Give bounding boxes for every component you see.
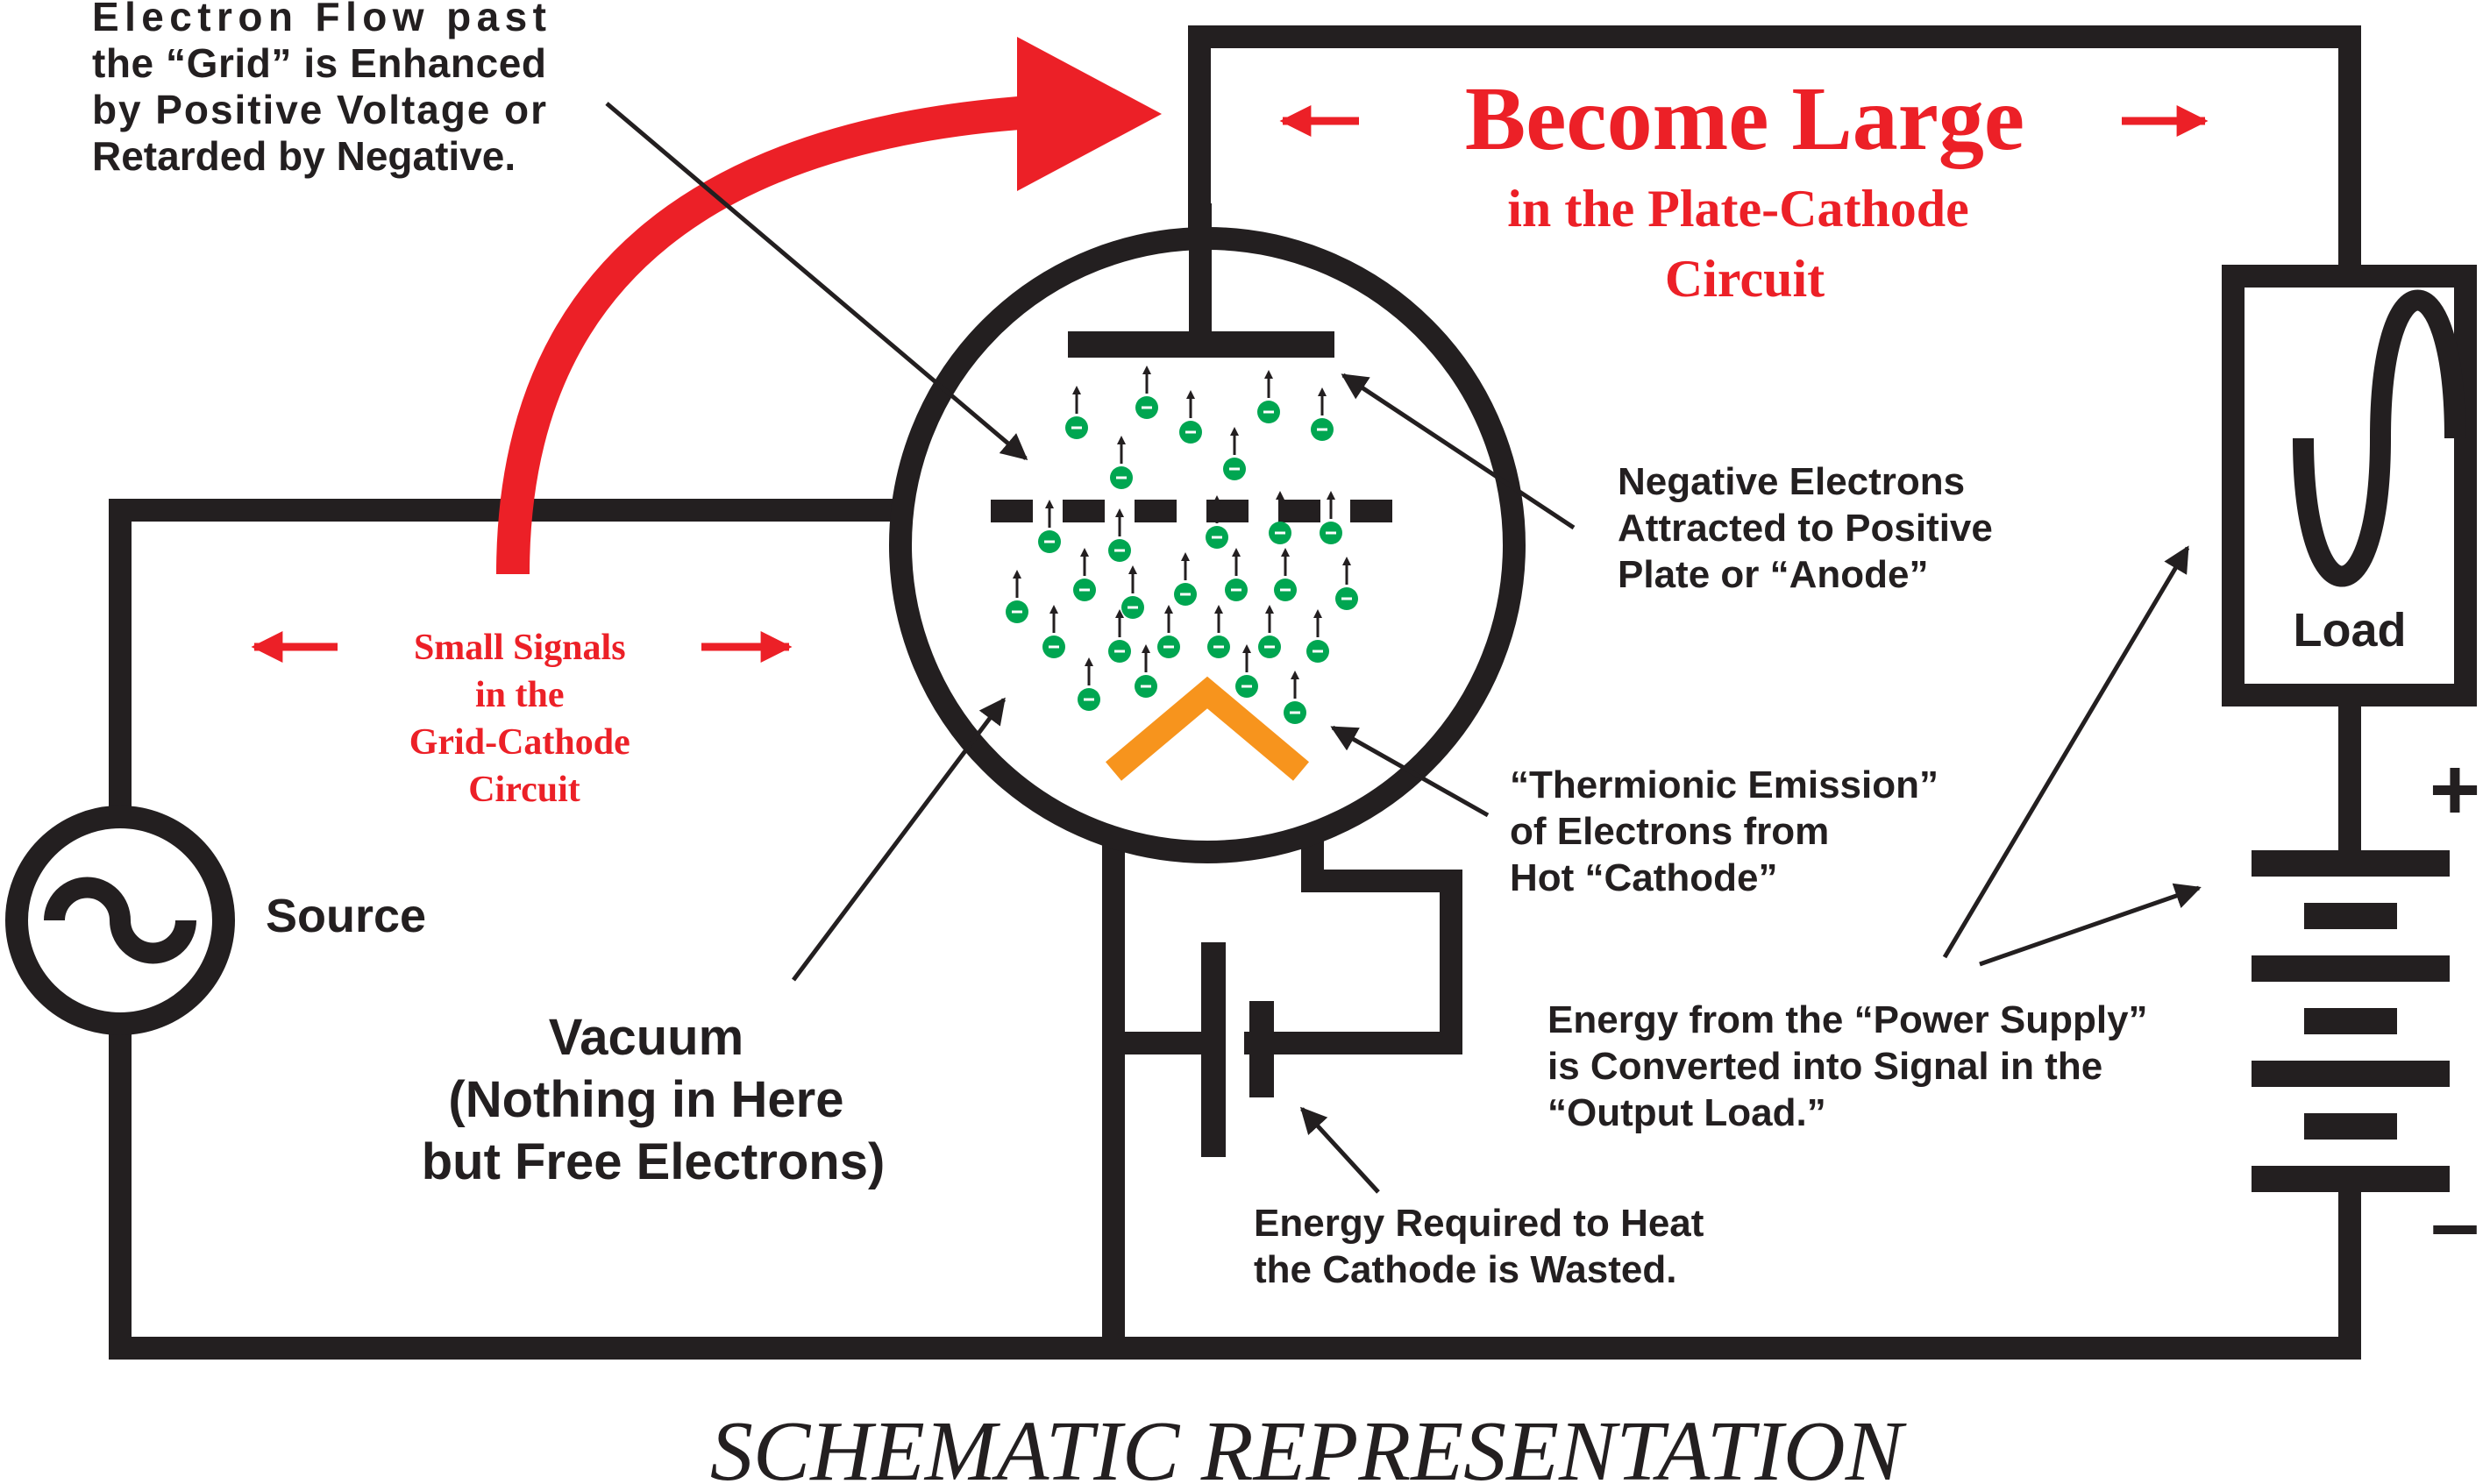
thermionic-note-line: Hot “Cathode” <box>1510 856 1778 899</box>
power-note-line: “Output Load.” <box>1547 1091 1826 1134</box>
grid-note-line: by Positive Voltage or <box>92 87 546 132</box>
vacuum-tube <box>889 203 1526 863</box>
electron-icon <box>1179 390 1202 444</box>
thermionic-note: “Thermionic Emission” of Electrons from … <box>1510 763 1949 899</box>
electron-icon <box>1108 609 1131 663</box>
power-supply-battery <box>2252 850 2450 1192</box>
amplification-arrow <box>496 37 1162 575</box>
arrow-icon <box>605 102 1028 460</box>
plate-circuit-line: in the Plate-Cathode <box>1507 180 1969 238</box>
small-signals-line: Small Signals <box>414 628 626 668</box>
small-signals-line: Circuit <box>468 770 580 810</box>
electron-icon <box>1257 370 1280 423</box>
small-signals-line: in the <box>475 675 565 715</box>
electron-icon <box>1306 609 1329 663</box>
vacuum-label: Vacuum (Nothing in Here but Free Electro… <box>422 1009 886 1190</box>
arrow-icon <box>1330 725 1490 818</box>
electron-icon <box>1121 565 1144 619</box>
thermionic-note-line: “Thermionic Emission” <box>1510 763 1939 806</box>
heater-note: Energy Required to Heat the Cathode is W… <box>1254 1202 1715 1291</box>
heater-note-line: the Cathode is Wasted. <box>1254 1248 1676 1291</box>
electron-icon <box>1311 387 1334 441</box>
arrow-icon <box>1979 883 2202 967</box>
electron-icon <box>1274 548 1297 601</box>
sine-wave-icon <box>44 877 196 964</box>
anode-note-line: Plate or “Anode” <box>1618 553 1929 596</box>
become-large-heading: Become Large <box>1465 68 2024 169</box>
electron-icon <box>1269 491 1291 544</box>
anode-note: Negative Electrons Attracted to Positive… <box>1618 460 2003 596</box>
electron-icon <box>1235 644 1258 698</box>
heater-note-line: Energy Required to Heat <box>1254 1202 1704 1245</box>
electron-icon <box>1320 491 1342 544</box>
output-load <box>2222 265 2477 706</box>
grid-note-line: Retarded by Negative. <box>92 133 516 179</box>
vacuum-line: but Free Electrons) <box>422 1133 886 1190</box>
electron-icon <box>1258 605 1281 658</box>
electron-icon <box>1038 500 1061 553</box>
heater-battery <box>1201 942 1274 1157</box>
grid-note-line: Electron Flow past <box>92 0 546 39</box>
electron-icon <box>1207 605 1230 658</box>
ac-source <box>5 806 235 1035</box>
arrow-icon <box>792 697 1006 982</box>
electron-icon <box>1174 552 1197 606</box>
load-label: Load <box>2294 604 2407 657</box>
arrow-icon <box>1299 1106 1380 1194</box>
power-note-line: is Converted into Signal in the <box>1547 1045 2102 1088</box>
thermionic-note-line: of Electrons from <box>1510 810 1829 853</box>
electron-icon <box>1110 436 1133 489</box>
grid-note: Electron Flow past the “Grid” is Enhance… <box>92 0 563 179</box>
anode-note-line: Negative Electrons <box>1618 460 1965 503</box>
power-supply-note: Energy from the “Power Supply” is Conver… <box>1547 998 2159 1134</box>
electron-icon <box>1006 570 1028 623</box>
electron-icon <box>1284 671 1306 724</box>
electron-icon <box>1157 605 1180 658</box>
vacuum-line: (Nothing in Here <box>448 1071 843 1128</box>
plate-circuit-heading: in the Plate-Cathode Circuit <box>1507 180 1982 308</box>
plate-circuit-line: Circuit <box>1665 250 1825 308</box>
small-signals-label: Small Signals in the Grid-Cathode Circui… <box>409 628 640 810</box>
electron-icon <box>1135 366 1158 419</box>
vacuum-line: Vacuum <box>549 1009 743 1066</box>
source-label: Source <box>266 890 426 942</box>
electron-icon <box>1225 548 1248 601</box>
electron-icon <box>1065 386 1088 439</box>
grid-cathode-circuit-wire <box>109 499 1125 1360</box>
electron-icon <box>1078 657 1100 711</box>
electron-icon <box>1073 548 1096 601</box>
anode-note-line: Attracted to Positive <box>1618 507 1993 550</box>
power-note-line: Energy from the “Power Supply” <box>1547 998 2148 1041</box>
electron-icon <box>1223 427 1246 480</box>
cathode-leads <box>1102 785 1462 1360</box>
electron-icon <box>1335 557 1358 610</box>
arrow-icon <box>1341 373 1576 530</box>
grid-note-line: the “Grid” is Enhanced <box>92 40 546 86</box>
electron-icon <box>1135 644 1157 698</box>
electron-icon <box>1108 508 1131 562</box>
plate-anode <box>1068 331 1334 358</box>
arrow-icon <box>1942 545 2190 959</box>
minus-sign: – <box>2430 1175 2479 1273</box>
electron-cloud <box>1006 366 1358 724</box>
electron-icon <box>1206 495 1228 549</box>
pointer-arrows <box>605 102 2202 1194</box>
hot-cathode <box>1105 676 1310 781</box>
sine-wave-icon <box>2293 289 2465 587</box>
footer-title: SCHEMATIC REPRESENTATION <box>710 1404 1907 1484</box>
plus-sign: + <box>2430 741 2480 839</box>
control-grid <box>991 500 1392 522</box>
small-signals-line: Grid-Cathode <box>409 722 630 763</box>
electron-icon <box>1042 605 1065 658</box>
